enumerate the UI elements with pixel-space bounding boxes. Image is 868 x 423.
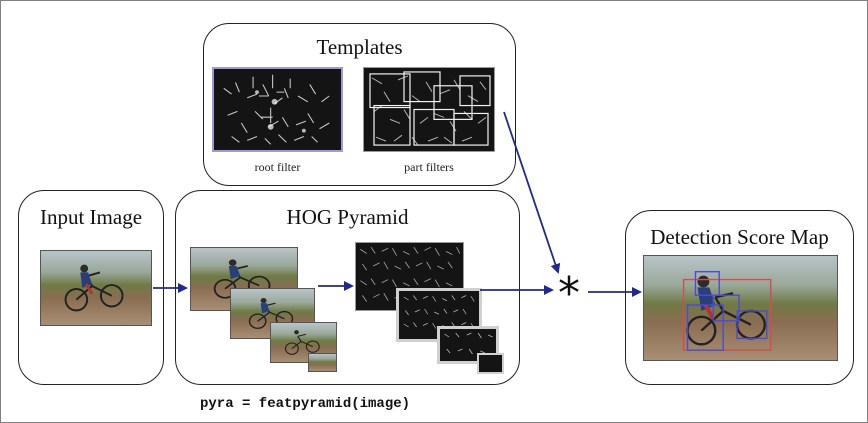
input-image-title: Input Image [39, 205, 143, 229]
root-filter-hog-graphic [223, 74, 330, 145]
input-image-photo [40, 250, 152, 326]
cyclist-graphic-level-2 [248, 298, 294, 329]
templates-title: Templates [316, 35, 403, 59]
detection-output-image [643, 255, 838, 361]
hog-pyramid-level-4 [477, 353, 504, 374]
hog-pyramid-panel: HOG Pyramid [175, 190, 520, 385]
part-filters-hog-graphic [369, 71, 491, 146]
templates-panel: Templates root filter [203, 23, 516, 186]
root-filter-caption: root filter [254, 160, 301, 174]
featpyramid-code: pyra = featpyramid(image) [200, 396, 411, 412]
detection-output-graphic [682, 271, 772, 351]
convolution-symbol: * [558, 268, 580, 319]
hog-pyramid-level-3 [437, 326, 499, 364]
root-filter-image [212, 67, 343, 152]
detection-score-map-panel: Detection Score Map [625, 210, 854, 385]
detection-score-map-title: Detection Score Map [650, 225, 829, 249]
hog-pyramid-title: HOG Pyramid [286, 205, 409, 229]
part-filters-caption: part filters [404, 160, 454, 174]
image-pyramid-level-4 [308, 353, 337, 372]
part-filters-image [363, 67, 495, 152]
hog-texture-level-3 [444, 332, 493, 355]
cyclist-graphic [64, 264, 124, 312]
input-image-panel: Input Image [18, 190, 164, 385]
cyclist-graphic-level-3 [284, 330, 320, 355]
